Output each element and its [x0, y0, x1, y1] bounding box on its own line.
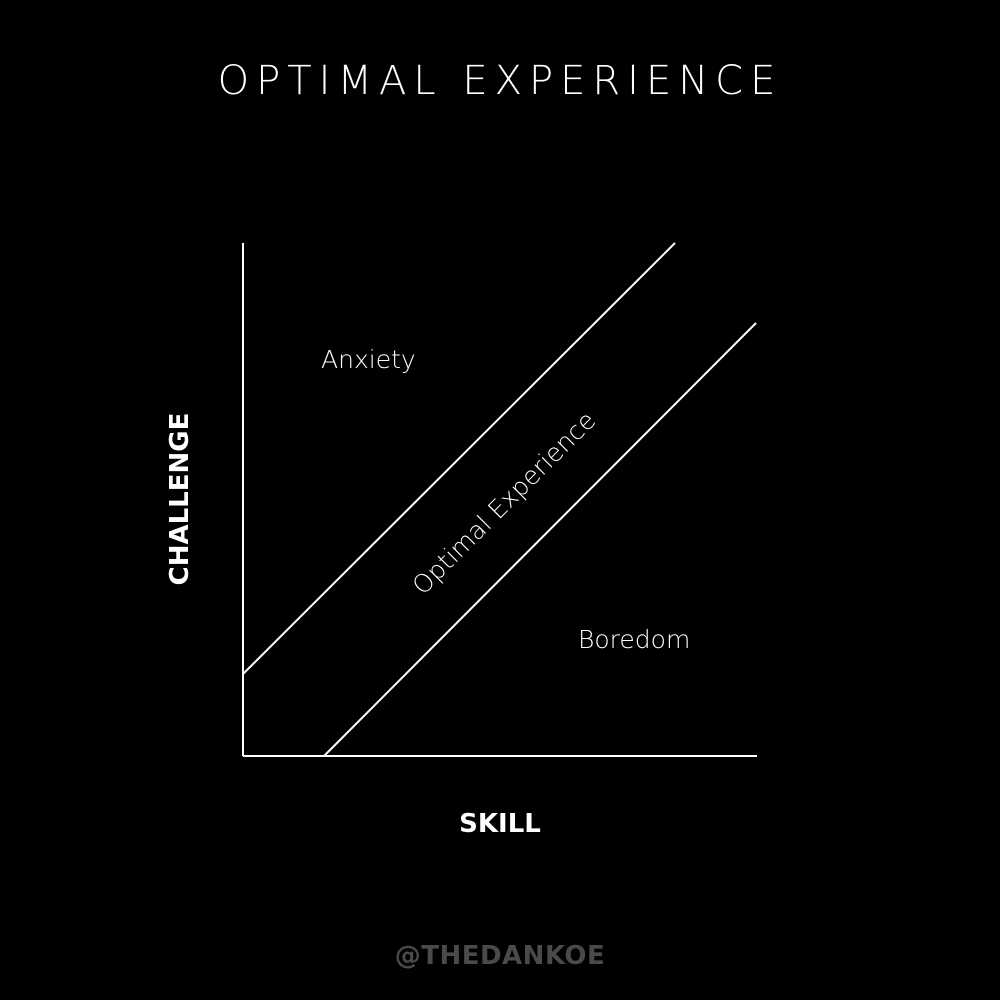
region-label-anxiety: Anxiety	[321, 345, 416, 374]
channel-upper-boundary	[242, 242, 676, 675]
region-label-boredom: Boredom	[578, 625, 690, 654]
x-axis-label: SKILL	[459, 809, 541, 839]
channel-lower-boundary	[323, 322, 757, 757]
page-title: OPTIMAL EXPERIENCE	[217, 58, 783, 104]
y-axis-label: CHALLENGE	[165, 413, 195, 586]
region-label-optimal-experience: Optimal Experience	[407, 406, 602, 601]
watermark-handle: @THEDANKOE	[394, 941, 606, 971]
